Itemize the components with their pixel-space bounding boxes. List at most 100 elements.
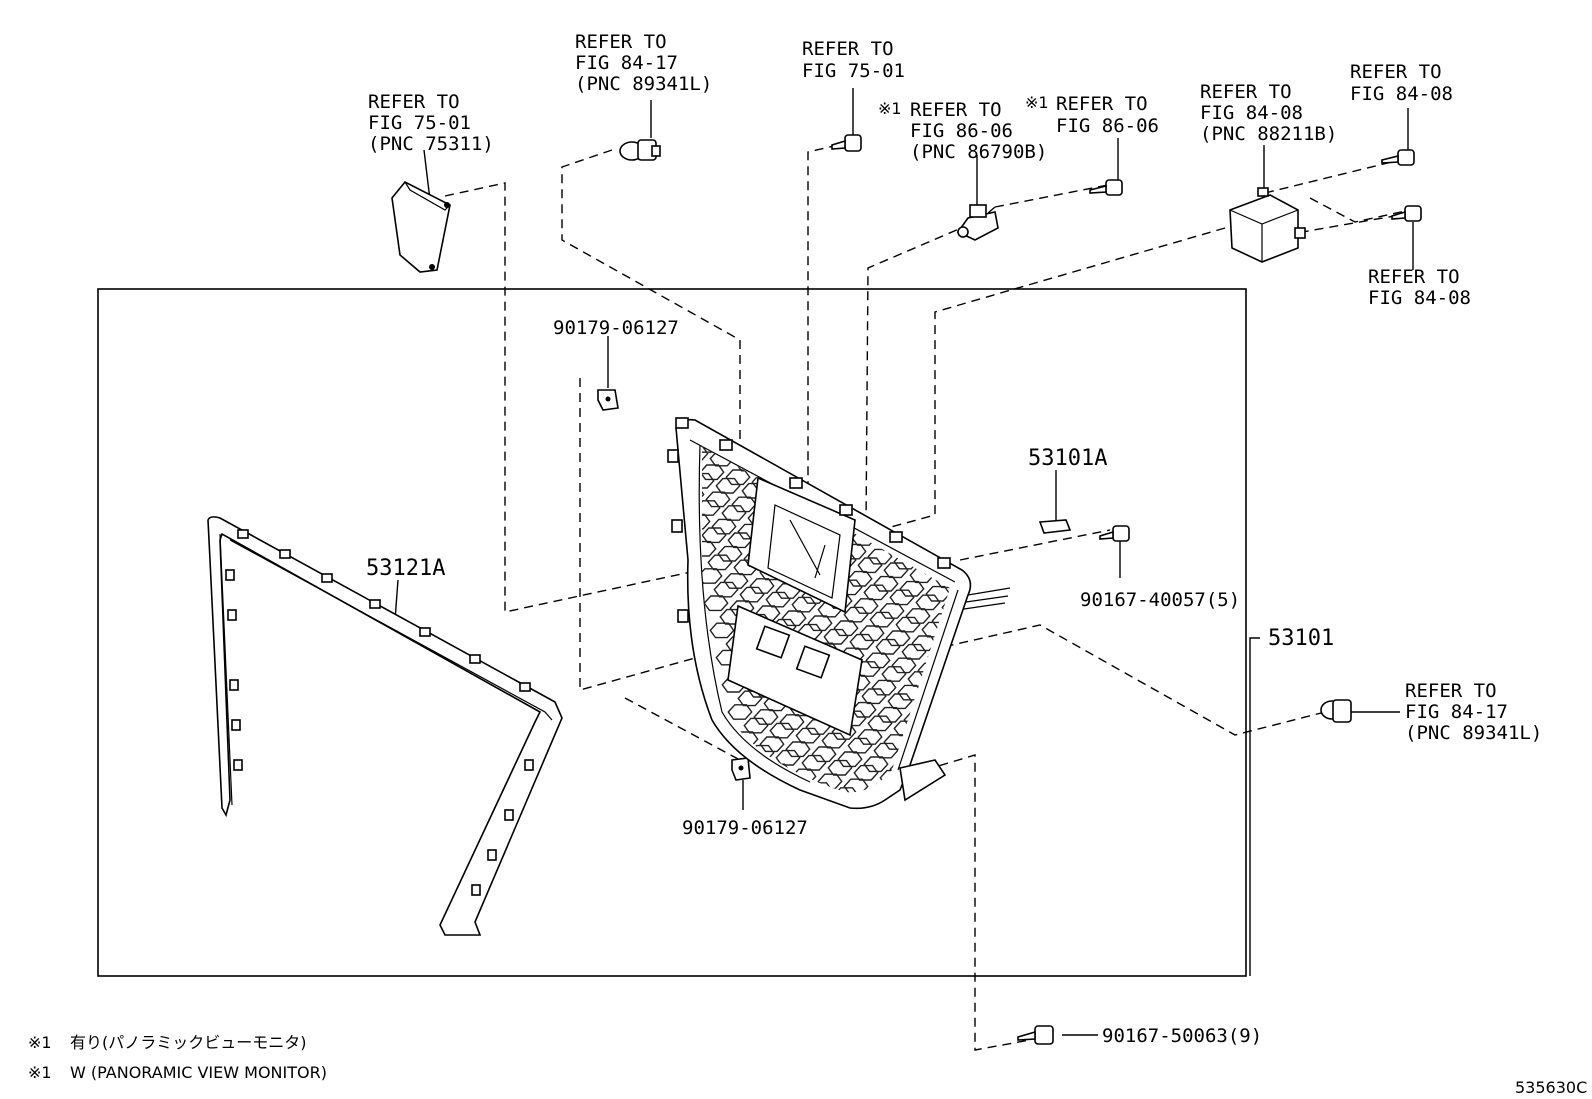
screw-camera (1089, 179, 1123, 196)
mesh-cell (861, 688, 887, 705)
svg-text:REFER TO: REFER TO (1056, 93, 1148, 115)
svg-text:FIG 75-01: FIG 75-01 (368, 112, 471, 134)
mesh-cell (919, 725, 945, 742)
bolt-top (831, 134, 862, 152)
mesh-cell (867, 548, 893, 565)
mesh-cell (966, 709, 989, 723)
mesh-cell (923, 517, 949, 534)
mesh-cell (709, 622, 735, 639)
mesh-cell (823, 628, 849, 645)
svg-text:REFER TO: REFER TO (368, 91, 460, 113)
mesh-cell (877, 706, 903, 723)
mesh-cell (873, 742, 899, 759)
mesh-cell (1028, 710, 1051, 724)
mesh-cell (1060, 743, 1083, 757)
mesh-cell (702, 527, 727, 544)
mesh-cell (1010, 796, 1033, 810)
mesh-cell (939, 703, 950, 720)
mesh-cell (1068, 833, 1091, 847)
mesh-cell (705, 491, 731, 508)
mesh-cell (759, 736, 785, 753)
mesh-cell (954, 655, 977, 669)
part-number-emblem-base: 53101A (1028, 446, 1107, 471)
mesh-cell (912, 803, 935, 817)
mesh-cell (863, 584, 889, 601)
mesh-cell (1036, 634, 1059, 648)
mesh-cell (1042, 661, 1065, 675)
mesh-cell (883, 562, 909, 579)
part-number-moulding: 53121A (366, 556, 445, 581)
svg-text:FIG 84-08: FIG 84-08 (1368, 287, 1471, 309)
emblem-base (1038, 519, 1072, 534)
mesh-cell (823, 462, 849, 478)
mesh-cell (1054, 715, 1077, 729)
mesh-cell (859, 625, 885, 642)
mesh-cell (749, 578, 775, 594)
mesh-cell (922, 794, 945, 808)
mesh-cell (943, 495, 950, 512)
leader-lines (394, 88, 1414, 1036)
mesh-cell (729, 600, 755, 617)
svg-text:(PNC 89341L): (PNC 89341L) (575, 73, 712, 95)
mesh-cell (702, 446, 709, 462)
mesh-cell (998, 741, 1021, 755)
bolt-radar-bottom (1391, 205, 1422, 222)
mesh-cell (837, 751, 863, 768)
svg-text:REFER TO: REFER TO (1368, 266, 1460, 288)
mesh-cell (1012, 692, 1035, 706)
mesh-cell (994, 782, 1017, 796)
mesh-cell (964, 646, 987, 660)
mesh-cell (1034, 566, 1057, 580)
mesh-cell (901, 477, 927, 493)
mesh-cell (1018, 552, 1041, 566)
mesh-cell (1026, 642, 1049, 656)
assembly-frame (97, 288, 1247, 977)
mesh-cell (702, 500, 721, 516)
mesh-cell (779, 714, 805, 730)
svg-text:W (PANORAMIC VIEW MONITOR): W (PANORAMIC VIEW MONITOR) (70, 1063, 327, 1082)
clip-lower (731, 757, 751, 781)
mesh-cell (1038, 697, 1061, 711)
mesh-cell (1010, 629, 1033, 643)
mesh-cell (871, 679, 897, 696)
mesh-cell (966, 542, 989, 556)
mesh-cell (972, 736, 995, 750)
mesh-cell (986, 687, 1009, 701)
mesh-cell (1000, 809, 1023, 823)
mesh-cell (1062, 806, 1085, 820)
mesh-cell (717, 545, 743, 562)
mesh-cell (1014, 588, 1037, 602)
mesh-cell (1094, 838, 1117, 852)
mesh-cell (1078, 824, 1101, 838)
mesh-cell (1066, 770, 1089, 784)
label-bumper-cover-ref: REFER TO FIG 75-01 (PNC 75311) (368, 91, 494, 155)
mesh-cell (867, 715, 893, 732)
mesh-cell (949, 522, 950, 539)
mesh-cell (702, 513, 711, 530)
svg-text:REFER TO: REFER TO (910, 99, 1002, 121)
bumper-cover-piece (391, 180, 451, 273)
mesh-cell (935, 744, 950, 760)
mesh-cell (737, 690, 763, 707)
mesh-cell (855, 494, 881, 511)
mesh-cell (885, 630, 911, 647)
mesh-cell (972, 569, 995, 583)
mesh-cell (933, 509, 950, 526)
label-bolt-top-ref: REFER TO FIG 75-01 (802, 38, 905, 82)
mesh-cell (1044, 724, 1067, 738)
mesh-cell (839, 475, 865, 492)
mesh-cell (1030, 607, 1053, 621)
mesh-cell (1052, 819, 1075, 833)
mesh-cell (1052, 647, 1075, 661)
mesh-cell (887, 693, 913, 710)
mesh-cell (901, 643, 927, 660)
part-number-screw-upper: 90167-40057(5) (1080, 589, 1240, 611)
mesh-cell (743, 717, 769, 734)
mesh-cell (960, 682, 983, 696)
mesh-cell (1020, 615, 1043, 629)
mesh-cell (954, 488, 977, 502)
mesh-cell (996, 506, 1019, 520)
svg-text:REFER TO: REFER TO (575, 31, 667, 53)
mesh-cell (849, 467, 875, 483)
mesh-cell (739, 586, 765, 603)
